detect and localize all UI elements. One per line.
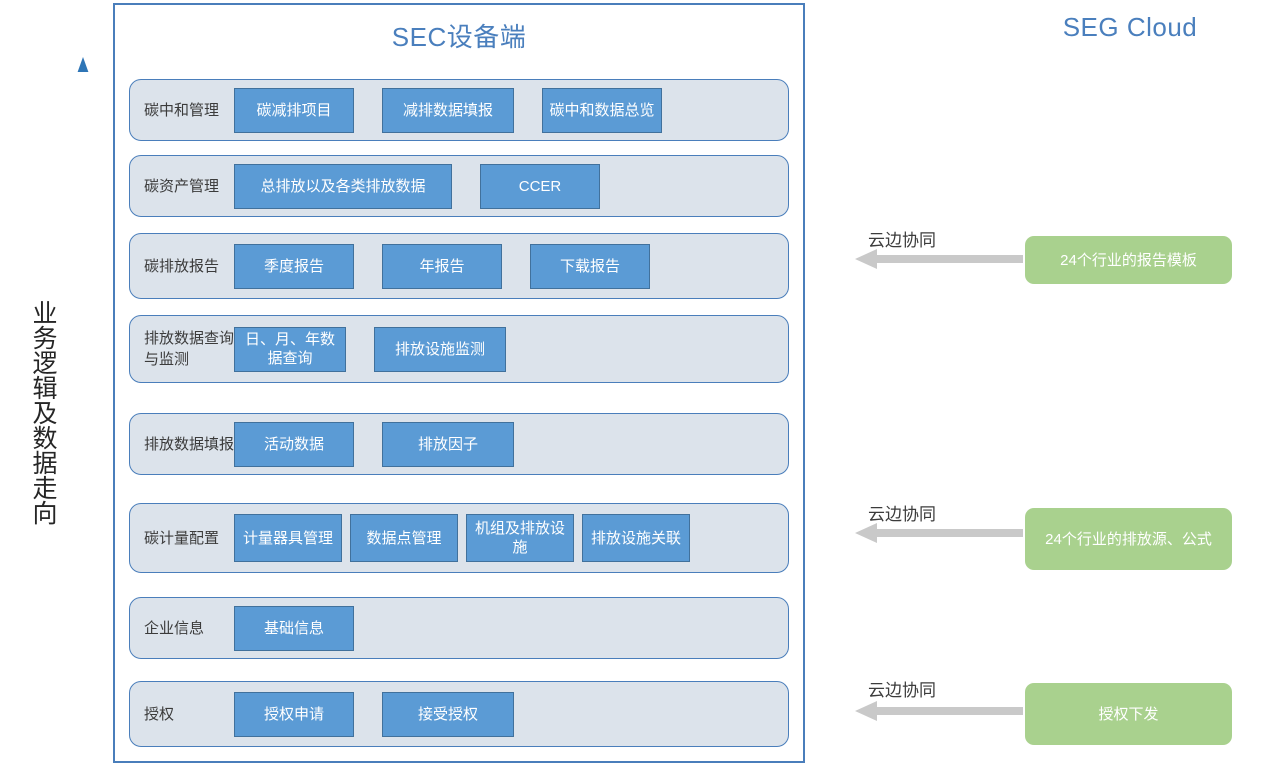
sync-label-3: 云边协同: [868, 681, 936, 700]
chip-data-point-management[interactable]: 数据点管理: [350, 514, 458, 562]
row-carbon-asset-management[interactable]: 碳资产管理 总排放以及各类排放数据 CCER: [129, 155, 789, 217]
chip-ccer[interactable]: CCER: [480, 163, 600, 209]
business-flow-arrow-icon: [77, 57, 89, 760]
cloud-box-emission-sources-formulas[interactable]: 24个行业的排放源、公式: [1025, 508, 1232, 570]
sync-arrow-3-icon: [855, 701, 1023, 721]
chip-unit-and-emission-facility[interactable]: 机组及排放设施: [466, 514, 574, 562]
chip-group: 总排放以及各类排放数据 CCER: [234, 163, 784, 209]
cloud-box-authorization-dispatch[interactable]: 授权下发: [1025, 683, 1232, 745]
chip-day-month-year-data-query[interactable]: 日、月、年数据查询: [234, 326, 346, 372]
chip-group: 季度报告 年报告 下载报告: [234, 243, 784, 289]
chip-group: 基础信息: [234, 605, 784, 651]
row-enterprise-info[interactable]: 企业信息 基础信息: [129, 597, 789, 659]
sec-panel-title: SEC设备端: [391, 22, 527, 52]
seg-cloud-title: SEG Cloud: [1062, 12, 1198, 42]
chip-emission-facility-monitoring[interactable]: 排放设施监测: [374, 326, 506, 372]
chip-total-and-category-emission-data[interactable]: 总排放以及各类排放数据: [234, 163, 452, 209]
row-authorization[interactable]: 授权 授权申请 接受授权: [129, 681, 789, 747]
row-label: 碳资产管理: [144, 177, 220, 195]
business-flow-label: 业务逻辑及数据走向: [29, 300, 57, 525]
chip-group: 日、月、年数据查询 排放设施监测: [234, 326, 784, 372]
chip-group: 计量器具管理 数据点管理 机组及排放设施 排放设施关联: [234, 514, 784, 562]
row-label: 排放数据查询与监测: [144, 330, 235, 368]
chip-group: 授权申请 接受授权: [234, 691, 784, 737]
cloud-box-report-templates[interactable]: 24个行业的报告模板: [1025, 236, 1232, 284]
sync-label-1: 云边协同: [868, 231, 936, 250]
chip-authorization-request[interactable]: 授权申请: [234, 691, 354, 737]
row-emission-data-reporting[interactable]: 排放数据填报 活动数据 排放因子: [129, 413, 789, 475]
chip-emission-facility-association[interactable]: 排放设施关联: [582, 514, 690, 562]
chip-basic-info[interactable]: 基础信息: [234, 605, 354, 651]
chip-download-report[interactable]: 下载报告: [530, 243, 650, 289]
row-carbon-metering-config[interactable]: 碳计量配置 计量器具管理 数据点管理 机组及排放设施 排放设施关联: [129, 503, 789, 573]
row-label: 碳计量配置: [144, 529, 220, 547]
chip-group: 活动数据 排放因子: [234, 421, 784, 467]
chip-group: 碳减排项目 减排数据填报 碳中和数据总览: [234, 87, 784, 133]
row-carbon-emission-report[interactable]: 碳排放报告 季度报告 年报告 下载报告: [129, 233, 789, 299]
chip-carbon-neutral-data-overview[interactable]: 碳中和数据总览: [542, 87, 662, 133]
chip-annual-report[interactable]: 年报告: [382, 243, 502, 289]
row-label: 授权: [144, 705, 175, 723]
row-label: 企业信息: [144, 619, 205, 637]
row-emission-data-query-monitoring[interactable]: 排放数据查询与监测 日、月、年数据查询 排放设施监测: [129, 315, 789, 383]
chip-quarterly-report[interactable]: 季度报告: [234, 243, 354, 289]
sec-device-panel: SEC设备端 碳中和管理 碳减排项目 减排数据填报 碳中和数据总览 碳资产管理 …: [113, 3, 805, 763]
row-carbon-neutral-management[interactable]: 碳中和管理 碳减排项目 减排数据填报 碳中和数据总览: [129, 79, 789, 141]
row-label: 碳中和管理: [144, 101, 220, 119]
chip-emission-factor[interactable]: 排放因子: [382, 421, 514, 467]
row-label: 碳排放报告: [144, 257, 220, 275]
sync-arrow-2-icon: [855, 523, 1023, 543]
chip-carbon-reduction-project[interactable]: 碳减排项目: [234, 87, 354, 133]
chip-reduction-data-report[interactable]: 减排数据填报: [382, 87, 514, 133]
sync-label-2: 云边协同: [868, 505, 936, 524]
chip-metering-device-management[interactable]: 计量器具管理: [234, 514, 342, 562]
row-label: 排放数据填报: [144, 435, 235, 453]
chip-activity-data[interactable]: 活动数据: [234, 421, 354, 467]
sync-arrow-1-icon: [855, 249, 1023, 269]
chip-accept-authorization[interactable]: 接受授权: [382, 691, 514, 737]
